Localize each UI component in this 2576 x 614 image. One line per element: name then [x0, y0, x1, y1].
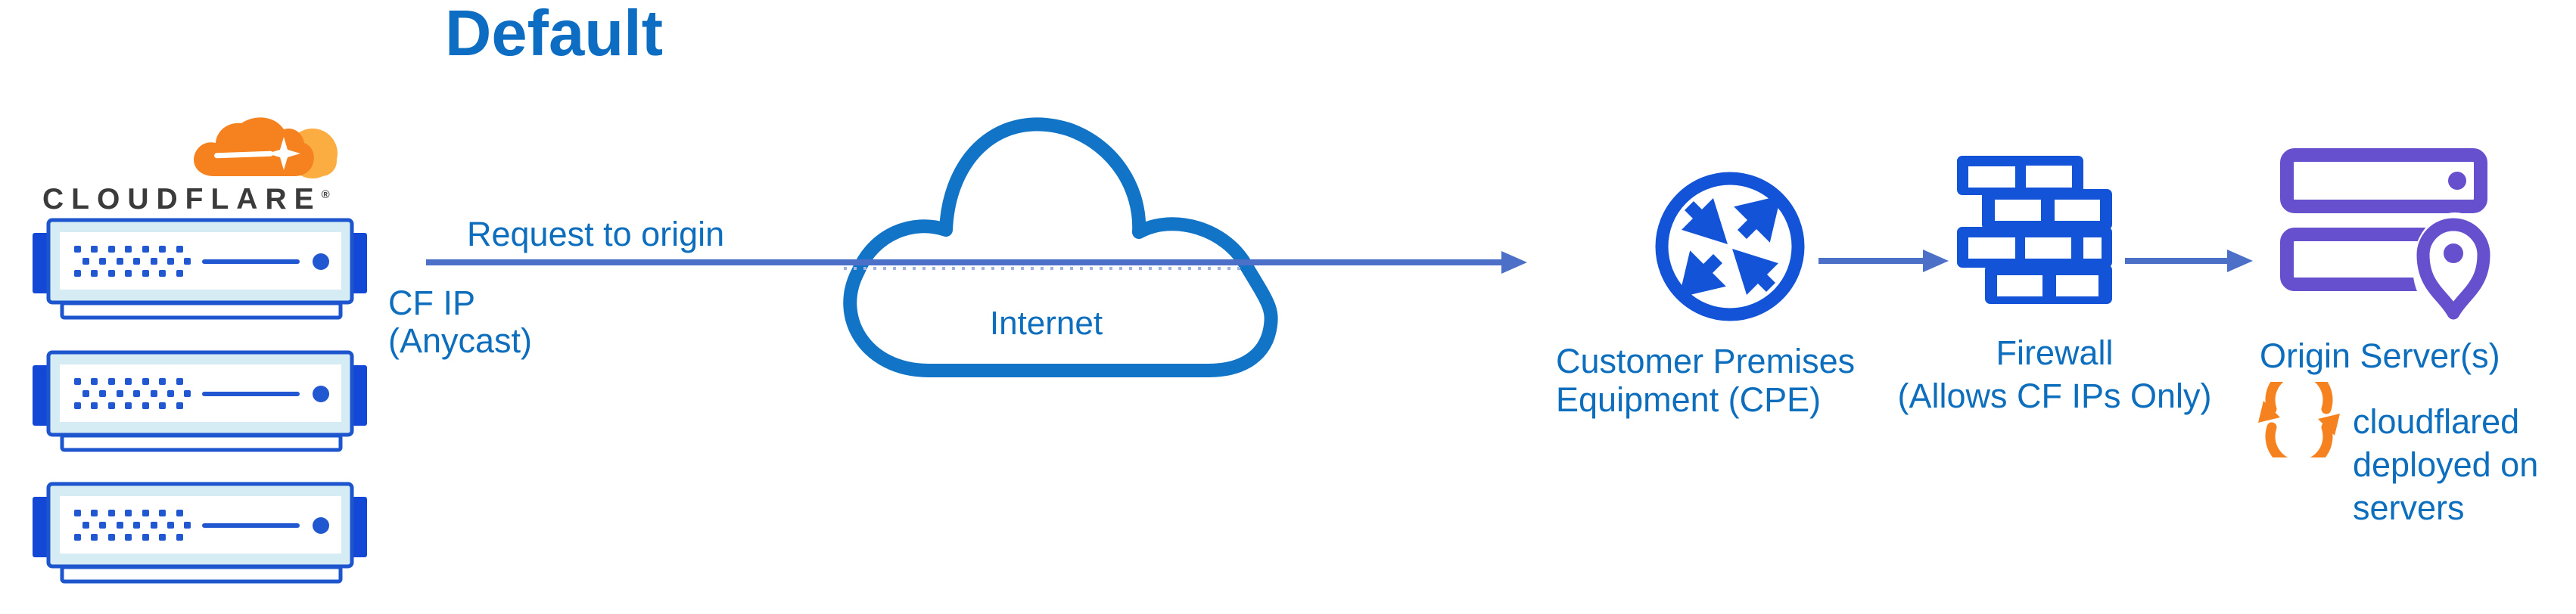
cpe-label-line2: Equipment (CPE) [1556, 380, 1822, 419]
cloudflare-wordmark: CLOUDFLARE® [42, 183, 330, 216]
cloudflared-note-line1: cloudflared [2353, 402, 2520, 441]
firewall-to-origin-arrow-line [2125, 258, 2229, 264]
cpe-to-firewall-arrow-line [1818, 258, 1924, 264]
cloudflared-note-line2: deployed on [2353, 445, 2539, 484]
server-rack-icon [33, 482, 367, 585]
request-arrow-line [426, 259, 1503, 265]
firewall-label-line1: Firewall [1996, 333, 2114, 372]
cf-ip-line2: (Anycast) [388, 321, 533, 360]
internet-cloud-icon [843, 117, 1278, 377]
firewall-label-line2: (Allows CF IPs Only) [1897, 377, 2212, 415]
internet-label: Internet [989, 305, 1103, 342]
cpe-label-line1: Customer Premises [1556, 342, 1856, 380]
server-rack-icon [33, 218, 367, 321]
page-title: Default [445, 0, 664, 70]
cloudflared-note-line3: servers [2353, 488, 2465, 527]
sync-arrows-icon [2258, 382, 2340, 457]
traffic-exchange-icon [1655, 172, 1805, 321]
cloudflared-note-label: cloudflared deployed on servers [2353, 400, 2538, 529]
server-rack-icon [33, 350, 367, 453]
cpe-to-firewall-arrowhead-icon [1923, 250, 1949, 272]
registered-mark: ® [321, 188, 330, 201]
origin-servers-label: Origin Server(s) [2260, 336, 2500, 375]
origin-servers-location-icon [2280, 148, 2497, 321]
firewall-to-origin-arrowhead-icon [2227, 250, 2253, 272]
firewall-label: Firewall (Allows CF IPs Only) [1888, 331, 2221, 417]
cloudflare-cloud-icon [194, 117, 338, 178]
dotted-tunnel-line [844, 267, 1241, 270]
request-arrowhead-icon [1501, 251, 1527, 274]
cf-ip-anycast-label: CF IP(Anycast) [388, 284, 532, 360]
request-to-origin-label: Request to origin [467, 215, 725, 253]
cloudflare-wordmark-text: CLOUDFLARE [42, 183, 322, 216]
brick-wall-icon [1957, 156, 2112, 304]
cf-ip-line1: CF IP [388, 284, 476, 322]
